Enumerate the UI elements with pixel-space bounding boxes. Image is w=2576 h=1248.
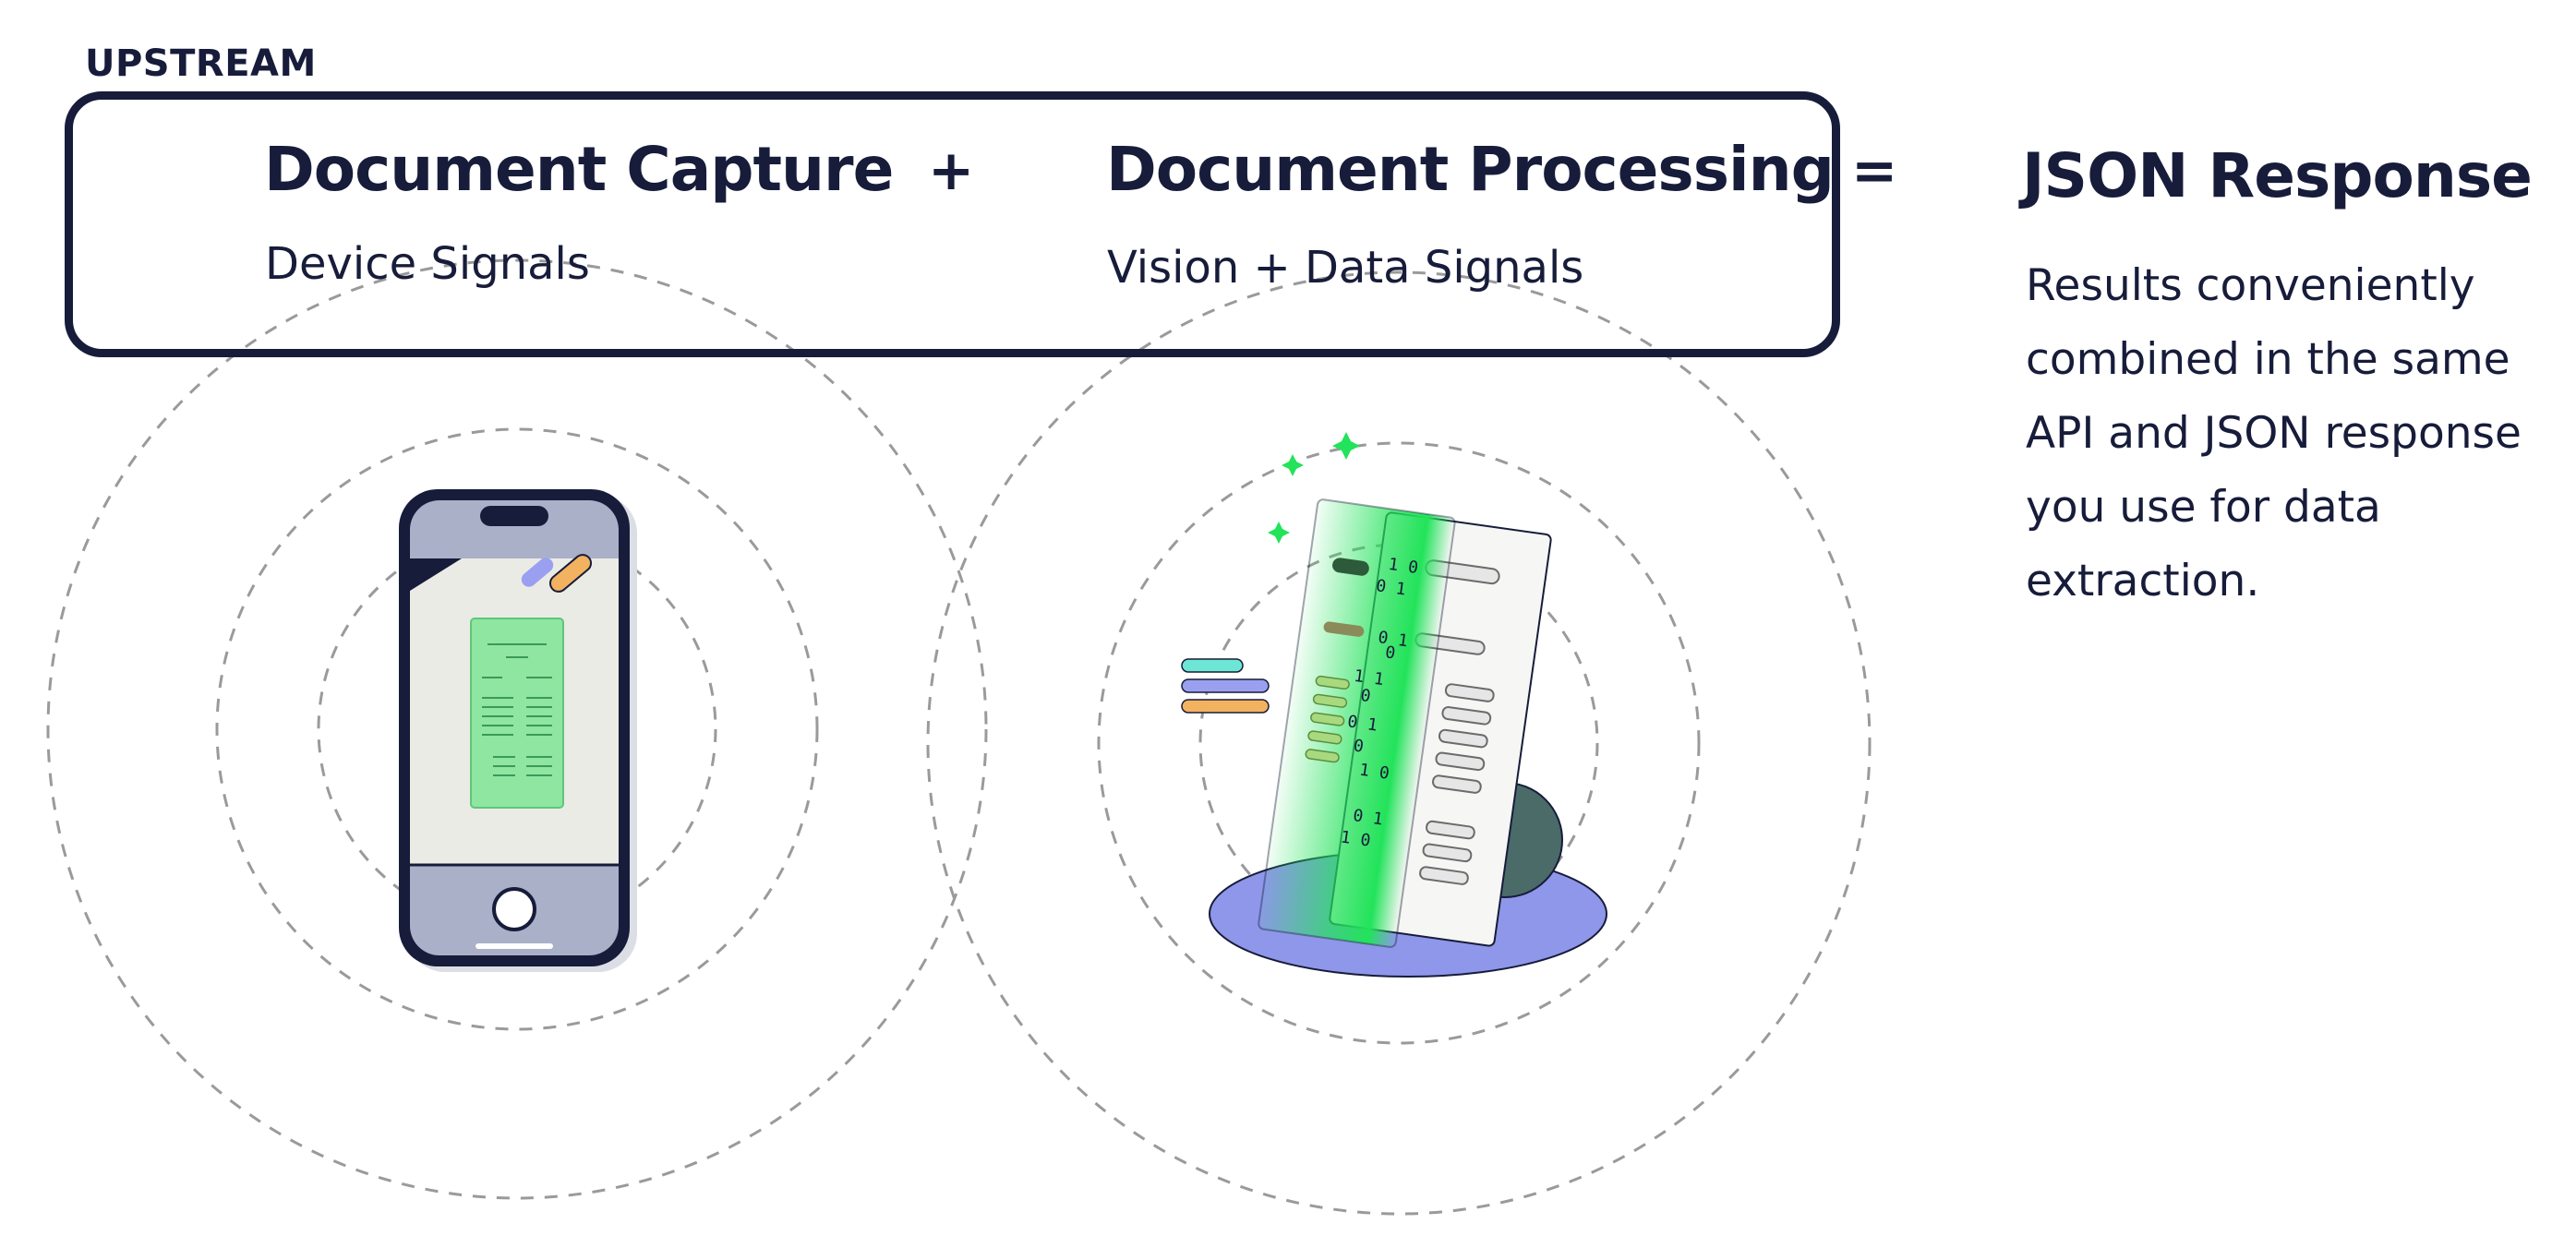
svg-text:1 0: 1 0	[1387, 555, 1419, 578]
svg-text:0: 0	[1359, 686, 1372, 706]
svg-text:0 1: 0 1	[1375, 576, 1407, 599]
svg-text:1 1: 1 1	[1353, 666, 1385, 690]
svg-text:0: 0	[1384, 642, 1397, 663]
plus-operator: +	[928, 138, 975, 203]
processing-signal-rings	[926, 270, 1872, 1216]
result-title: JSON Response	[2022, 140, 2533, 211]
capture-signal-rings	[46, 258, 988, 1200]
svg-text:0 1: 0 1	[1377, 628, 1409, 651]
result-description: Results conveniently combined in the sam…	[2026, 260, 2522, 606]
capture-subtitle: Device Signals	[265, 238, 590, 290]
svg-text:0: 0	[1353, 736, 1366, 756]
document-scan-illustration: 1 0 0 1 0 1 0 1 1 0 0 1 0 1 0 0 1 1 0	[1181, 498, 1607, 978]
upstream-box	[65, 91, 1840, 357]
phone-illustration	[399, 489, 637, 972]
equals-operator: =	[1851, 138, 1898, 203]
svg-text:1 0: 1 0	[1358, 761, 1390, 784]
capture-title: Document Capture	[264, 134, 894, 205]
svg-text:0 1: 0 1	[1346, 712, 1378, 735]
processing-title: Document Processing	[1106, 134, 1835, 205]
sparkle-icon	[1268, 432, 1360, 544]
upstream-label: UPSTREAM	[85, 42, 317, 85]
svg-text:1 0: 1 0	[1340, 827, 1372, 850]
processing-subtitle: Vision + Data Signals	[1107, 242, 1584, 294]
svg-text:0 1: 0 1	[1352, 806, 1384, 829]
